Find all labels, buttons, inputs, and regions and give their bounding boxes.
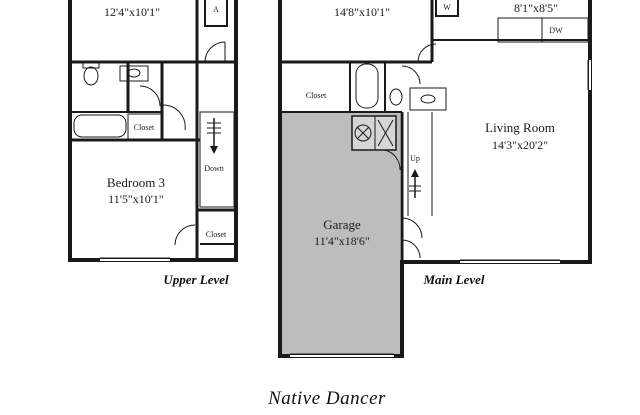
- garage-area: [282, 112, 400, 354]
- main-level-caption: Main Level: [422, 272, 484, 287]
- garage-dims: 11'4"x18'6": [314, 234, 370, 248]
- main-stair-label: Up: [410, 154, 420, 163]
- upper-bedroom-top-dims: 12'4"x10'1": [104, 5, 160, 19]
- upper-level-plan: [68, 0, 238, 262]
- bedroom3-name: Bedroom 3: [107, 175, 165, 190]
- living-room-dims: 14'3"x20'2": [492, 138, 548, 152]
- upper-closet-label-b: Closet: [206, 230, 227, 239]
- upper-level-caption: Upper Level: [163, 272, 229, 287]
- laundry-mark: A: [213, 5, 219, 14]
- washer-label: W: [443, 3, 451, 12]
- kitchen-dims: 8'1"x8'5": [514, 1, 558, 15]
- living-room-name: Living Room: [485, 120, 555, 135]
- main-level-plan: [278, 0, 592, 358]
- upper-closet-label-a: Closet: [134, 123, 155, 132]
- dishwasher-label: DW: [549, 26, 563, 35]
- bedroom3-dims: 11'5"x10'1": [108, 192, 164, 206]
- main-top-room-dims: 14'8"x10'1": [334, 5, 390, 19]
- plan-title: Native Dancer: [267, 388, 386, 409]
- main-closet-label: Closet: [306, 91, 327, 100]
- upper-stair-label: Down: [204, 164, 224, 173]
- garage-name: Garage: [323, 217, 361, 232]
